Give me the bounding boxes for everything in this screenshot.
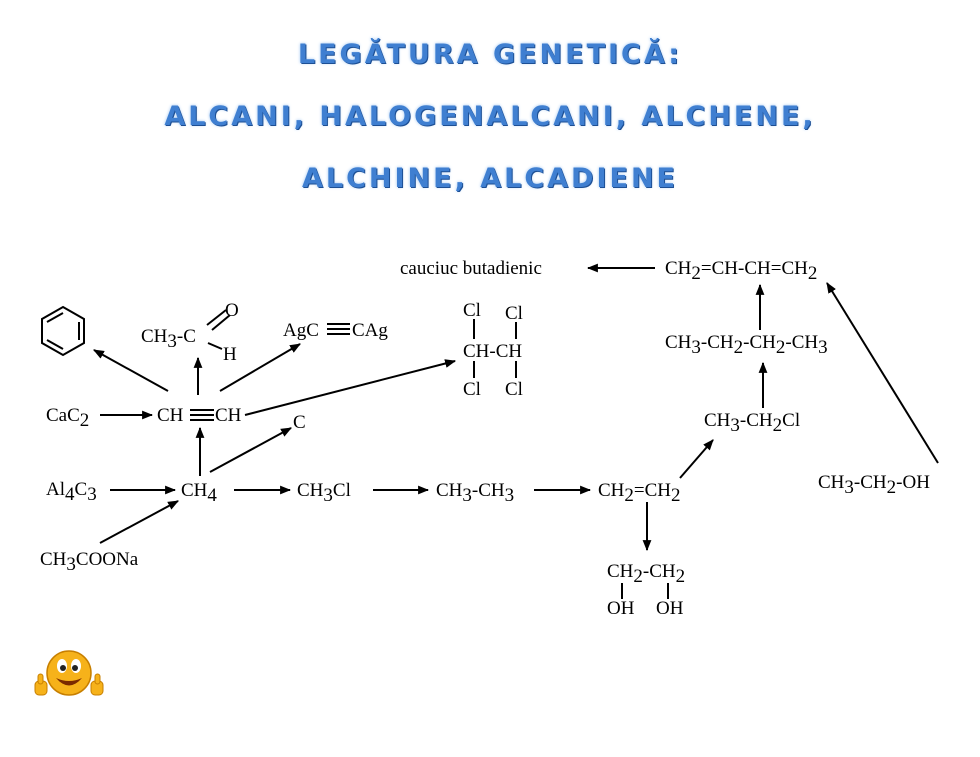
arrow-acetylene-to-benzene xyxy=(93,349,169,392)
label-cl-top-left: Cl xyxy=(463,300,481,321)
label-ethene: CH2=CH2 xyxy=(598,480,681,506)
label-sodium-acetate: CH3COONa xyxy=(40,549,139,575)
label-acetaldehyde-h: H xyxy=(223,344,237,365)
label-glycol-oh-right: OH xyxy=(656,598,684,619)
label-cl-bottom-left: Cl xyxy=(463,379,481,400)
label-butane: CH3-CH2-CH2-CH3 xyxy=(665,332,828,358)
label-glycol-oh-left: OH xyxy=(607,598,635,619)
label-cl-bottom-right: Cl xyxy=(505,379,523,400)
label-tetrachloroethane-core: CH-CH xyxy=(463,341,522,362)
label-ethane: CH3-CH3 xyxy=(436,480,514,506)
benzene-ring-icon xyxy=(41,305,85,357)
bond-lines xyxy=(41,305,669,599)
label-acetaldehyde-o: O xyxy=(225,300,239,321)
label-silver-acetylide-right: CAg xyxy=(352,320,388,341)
label-acetylene-left: CH xyxy=(157,405,184,426)
title-line-1: LEGĂTURA GENETICĂ: xyxy=(297,39,683,70)
label-acetylene-right: CH xyxy=(215,405,242,426)
label-methane: CH4 xyxy=(181,480,217,506)
label-cl-top-right: Cl xyxy=(505,303,523,324)
smiley-thumbs-up-icon xyxy=(34,650,104,696)
label-carbon: C xyxy=(293,412,306,433)
arrow-ethene-to-chloroethane xyxy=(679,439,714,479)
label-butadiene-rubber: cauciuc butadienic xyxy=(400,258,542,279)
title-line-3: ALCHINE, ALCADIENE xyxy=(301,163,678,194)
label-aluminium-carbide: Al4C3 xyxy=(46,479,97,505)
label-butadiene: CH2=CH-CH=CH2 xyxy=(665,258,817,284)
label-ethylene-glycol: CH2-CH2 xyxy=(607,561,685,587)
arrow-acetate-to-methane xyxy=(99,500,179,544)
arrow-acetylene-to-silver-acetylide xyxy=(219,343,301,392)
label-silver-acetylide-left: AgC xyxy=(283,320,319,341)
label-chloroethane: CH3-CH2Cl xyxy=(704,410,800,436)
label-ethanol: CH3-CH2-OH xyxy=(818,472,930,498)
label-acetaldehyde-ch3: CH3-C xyxy=(141,326,196,352)
title-line-2: ALCANI, HALOGENALCANI, ALCHENE, xyxy=(164,101,816,132)
label-chloromethane: CH3Cl xyxy=(297,480,351,506)
arrow-acetylene-to-tetrachloroethane xyxy=(244,359,457,416)
reaction-arrows xyxy=(93,263,939,552)
label-calcium-carbide: CaC2 xyxy=(46,405,89,431)
arrow-ethanol-to-butadiene xyxy=(826,282,939,464)
arrow-methane-to-carbon xyxy=(209,427,292,473)
